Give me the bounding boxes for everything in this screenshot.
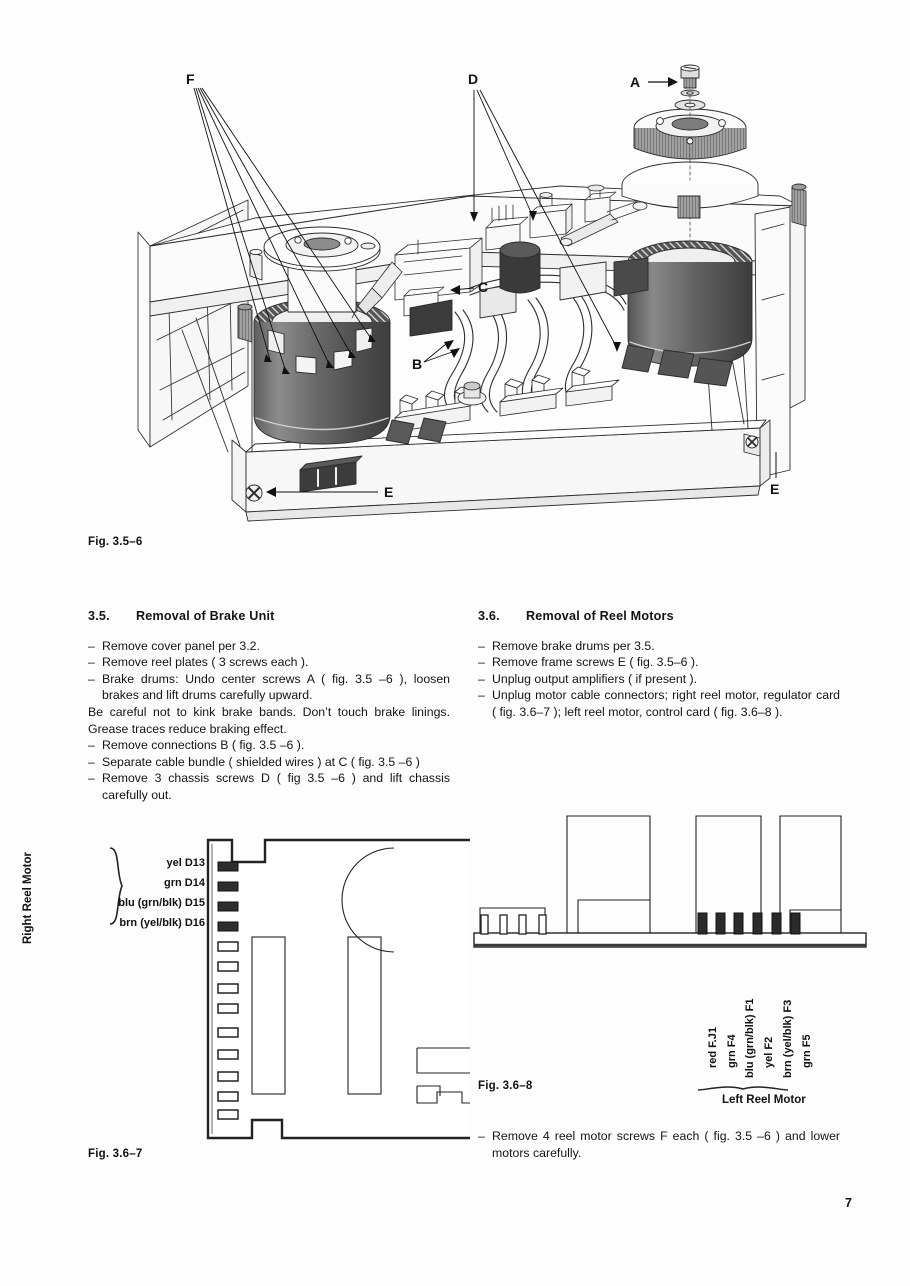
figure-3-5-6-caption: Fig. 3.5–6 — [88, 536, 143, 548]
wire-group-brace — [109, 847, 123, 925]
list-item: Remove frame screws E ( fig. 3.5–6 ). — [478, 654, 840, 671]
list-item: Remove 4 reel motor screws F each ( fig.… — [478, 1128, 840, 1161]
page-number: 7 — [845, 1196, 852, 1210]
pin-label-d14: grn D14 — [164, 877, 205, 889]
section-3-6-number: 3.6. — [478, 609, 500, 623]
list-item: Unplug motor cable connectors; right ree… — [478, 687, 840, 720]
bottom-note-list: Remove 4 reel motor screws F each ( fig.… — [478, 1128, 840, 1161]
pin-label-f3: brn (yel/blk) F3 — [782, 999, 794, 1078]
section-3-6: 3.6. Removal of Reel Motors Remove brake … — [478, 608, 840, 721]
pin-label-f2: yel F2 — [763, 1036, 775, 1068]
section-3-5-title: Removal of Brake Unit — [136, 609, 275, 623]
callout-E-right: E — [770, 481, 779, 497]
pin-label-f1: blu (grn/blk) F1 — [744, 998, 756, 1078]
callout-C: C — [478, 279, 488, 295]
figure-3-6-7: Right Reel Motor yel D13 grn D14 blu (gr… — [0, 820, 470, 1160]
pin-label-d16: brn (yel/blk) D16 — [119, 917, 205, 929]
callout-D: D — [468, 71, 478, 87]
board-pins — [480, 912, 801, 935]
list-item: Remove connections B ( fig. 3.5 –6 ). — [88, 737, 450, 754]
pin-label-f4: grn F4 — [726, 1034, 738, 1068]
list-item: Remove 3 chassis screws D ( fig 3.5 –6 )… — [88, 770, 450, 803]
pin-label-d15: blu (grn/blk) D15 — [118, 897, 205, 909]
section-3-5-list: Remove cover panel per 3.2. Remove reel … — [88, 638, 450, 804]
callout-A: A — [630, 74, 640, 90]
figure-3-5-6-illustration: F D A C B E E — [0, 0, 910, 575]
list-item: Remove reel plates ( 3 screws each ). — [88, 654, 450, 671]
figure-3-6-8: red F.J1 grn F4 blu (grn/blk) F1 yel F2 … — [460, 800, 910, 1130]
list-item: Brake drums: Undo center screws A ( fig.… — [88, 671, 450, 704]
callout-E-left: E — [384, 484, 393, 500]
pin-label-fj1: red F.J1 — [707, 1027, 719, 1068]
callout-B: B — [412, 356, 422, 372]
bottom-note: Remove 4 reel motor screws F each ( fig.… — [478, 1128, 840, 1161]
section-3-6-title: Removal of Reel Motors — [526, 609, 674, 623]
list-item: Unplug output amplifiers ( if present ). — [478, 671, 840, 688]
section-3-5-number: 3.5. — [88, 609, 110, 623]
wire-group-brace — [697, 1086, 789, 1091]
figure-3-6-7-caption: Fig. 3.6–7 — [88, 1148, 143, 1160]
list-item: Separate cable bundle ( shielded wires )… — [88, 754, 450, 771]
pin-label-f5: grn F5 — [801, 1034, 813, 1068]
list-item: Remove brake drums per 3.5. — [478, 638, 840, 655]
callout-F: F — [186, 71, 195, 87]
section-3-6-heading: 3.6. Removal of Reel Motors — [478, 608, 840, 625]
section-3-5: 3.5. Removal of Brake Unit Remove cover p… — [88, 608, 450, 804]
pin-label-d13: yel D13 — [166, 857, 205, 869]
connector-pads — [217, 861, 239, 1120]
list-item: Remove cover panel per 3.2. — [88, 638, 450, 655]
figure-3-6-8-caption: Fig. 3.6–8 — [478, 1080, 533, 1092]
fig-3-6-8-group-label: Left Reel Motor — [722, 1094, 806, 1106]
section-3-5-heading: 3.5. Removal of Brake Unit — [88, 608, 450, 625]
list-item-note: Be careful not to kink brake bands. Don’… — [88, 704, 450, 736]
section-3-6-list: Remove brake drums per 3.5. Remove frame… — [478, 638, 840, 721]
